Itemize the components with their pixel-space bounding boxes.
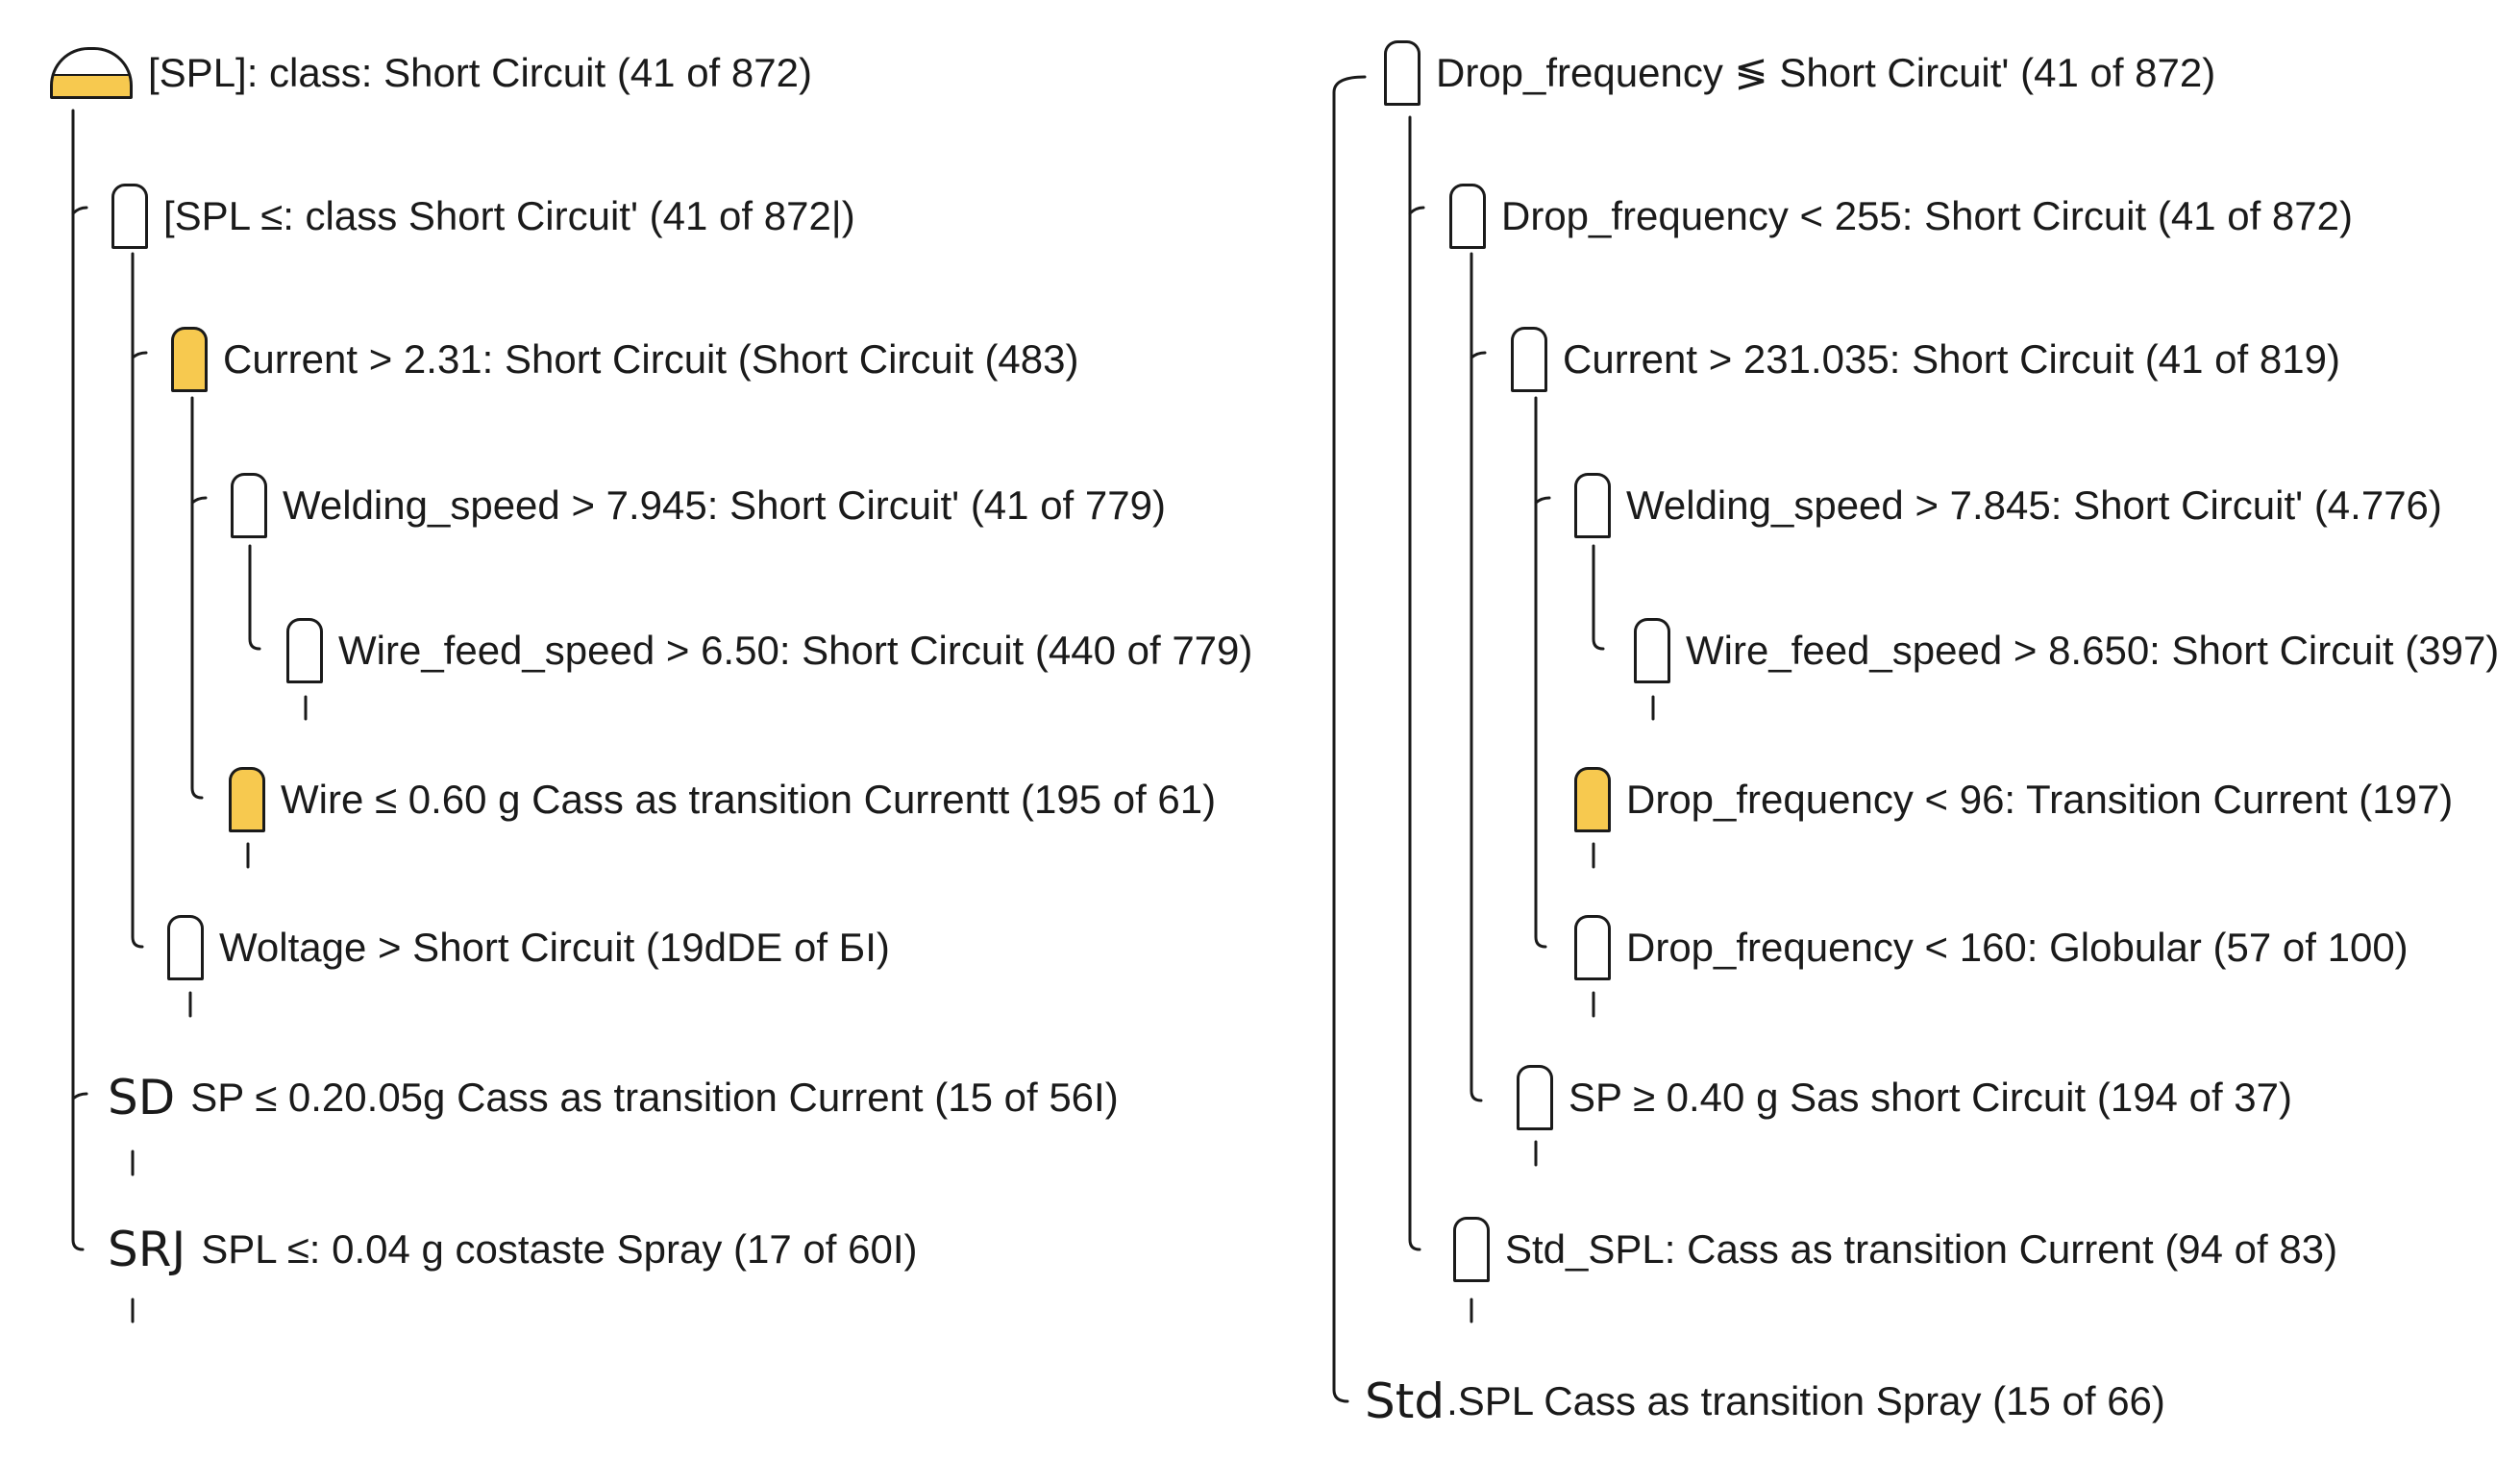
tree-node: [SPL]: class: Short Circuit (41 of 872) — [50, 35, 812, 111]
tree-node: Woltage > Short Circuit (19dDE of БI) — [167, 909, 890, 986]
connector-line — [248, 544, 261, 651]
tree-node: Welding_speed > 7.945: Short Circuit' (4… — [231, 467, 1166, 544]
node-label: [SPL ≤: class Short Circuit' (41 of 872|… — [163, 193, 855, 238]
node-label: Drop_frequency < 96: Transition Current … — [1626, 777, 2454, 822]
connector-line — [1592, 544, 1605, 651]
node-icon — [167, 915, 204, 980]
node-icon — [1574, 473, 1611, 538]
connector-line — [71, 206, 88, 215]
connector-line — [71, 109, 85, 1251]
node-label: Current > 231.035: Short Circuit (41 of … — [1563, 336, 2340, 382]
node-icon — [1634, 618, 1670, 683]
node-label: Drop_frequency ≶ Short Circuit' (41 of 8… — [1436, 50, 2216, 95]
node-label: Wire ≤ 0.60 g Cass as transition Current… — [281, 777, 1217, 822]
node-icon — [1511, 327, 1547, 392]
node-filled-icon — [1574, 767, 1611, 832]
node-label: .SPL Cass as transition Spray (15 of 66) — [1446, 1378, 2165, 1423]
node-label: Std_SPL: Cass as transition Current (94 … — [1505, 1226, 2338, 1272]
node-label: SP ≥ 0.40 g Sas short Circuit (194 of 37… — [1569, 1075, 2292, 1120]
tree-node: Std_SPL: Cass as transition Current (94 … — [1453, 1211, 2337, 1288]
node-icon — [1517, 1065, 1553, 1130]
node-label: Welding_speed > 7.845: Short Circuit' (4… — [1626, 482, 2442, 528]
node-icon — [1453, 1217, 1490, 1282]
tree-node: Std .SPL Cass as transition Spray (15 of… — [1365, 1363, 2165, 1440]
tree-node: Wire ≤ 0.60 g Cass as transition Current… — [229, 761, 1216, 838]
connector-line — [1408, 115, 1421, 1251]
node-label: Drop_frequency < 160: Globular (57 of 10… — [1626, 925, 2409, 970]
connector-line — [1534, 396, 1547, 949]
node-label: Wire_feed_speed > 8.650: Short Circuit (… — [1686, 628, 2500, 673]
node-filled-icon — [229, 767, 265, 832]
node-label: SPL ≤: 0.04 g costaste Spray (17 of 60I) — [201, 1226, 918, 1272]
connector-line — [1332, 75, 1367, 1403]
root-node-icon — [50, 47, 133, 99]
node-label: Woltage > Short Circuit (19dDE of БI) — [219, 925, 890, 970]
node-label: [SPL]: class: Short Circuit (41 of 872) — [148, 50, 812, 95]
tree-node: Drop_frequency ≶ Short Circuit' (41 of 8… — [1384, 35, 2215, 111]
tree-node: Current > 231.035: Short Circuit (41 of … — [1511, 321, 2340, 398]
tree-node: Drop_frequency < 160: Globular (57 of 10… — [1574, 909, 2409, 986]
tree-node: Wire_feed_speed > 6.50: Short Circuit (4… — [286, 612, 1252, 689]
connector-line — [71, 1092, 88, 1100]
node-icon — [1574, 915, 1611, 980]
connector-line — [1408, 206, 1425, 215]
node-label: Wire_feed_speed > 6.50: Short Circuit (4… — [338, 628, 1253, 673]
tree-node: Current > 2.31: Short Circuit (Short Cir… — [171, 321, 1079, 398]
tree-node: Drop_frequency < 255: Short Circuit (41 … — [1449, 178, 2353, 255]
node-filled-icon — [171, 327, 208, 392]
node-glyph: SD — [108, 1070, 176, 1125]
tree-node: Wire_feed_speed > 8.650: Short Circuit (… — [1634, 612, 2499, 689]
connector-line — [131, 252, 144, 949]
connector-line — [190, 496, 208, 505]
tree-node: SP ≥ 0.40 g Sas short Circuit (194 of 37… — [1517, 1059, 2292, 1136]
connector-line — [131, 351, 148, 359]
connector-line — [1470, 351, 1487, 359]
node-glyph: Std — [1365, 1373, 1445, 1429]
tree-node: SRJ SPL ≤: 0.04 g costaste Spray (17 of … — [108, 1211, 917, 1288]
node-icon — [1449, 184, 1486, 249]
connector-line — [1470, 252, 1483, 1102]
node-icon — [1384, 40, 1421, 106]
node-label: Drop_frequency < 255: Short Circuit (41 … — [1501, 193, 2353, 238]
node-glyph: SRJ — [108, 1222, 186, 1277]
node-icon — [231, 473, 267, 538]
node-label: Current > 2.31: Short Circuit (Short Cir… — [223, 336, 1079, 382]
tree-node: Drop_frequency < 96: Transition Current … — [1574, 761, 2453, 838]
connector-line — [190, 396, 204, 800]
tree-node: SD SP ≤ 0.20.05g Cass as transition Curr… — [108, 1059, 1119, 1136]
node-icon — [286, 618, 323, 683]
tree-node: Welding_speed > 7.845: Short Circuit' (4… — [1574, 467, 2442, 544]
connector-line — [1534, 496, 1551, 505]
node-icon — [111, 184, 148, 249]
node-label: SP ≤ 0.20.05g Cass as transition Current… — [190, 1075, 1119, 1120]
node-label: Welding_speed > 7.945: Short Circuit' (4… — [283, 482, 1166, 528]
tree-node: [SPL ≤: class Short Circuit' (41 of 872|… — [111, 178, 855, 255]
